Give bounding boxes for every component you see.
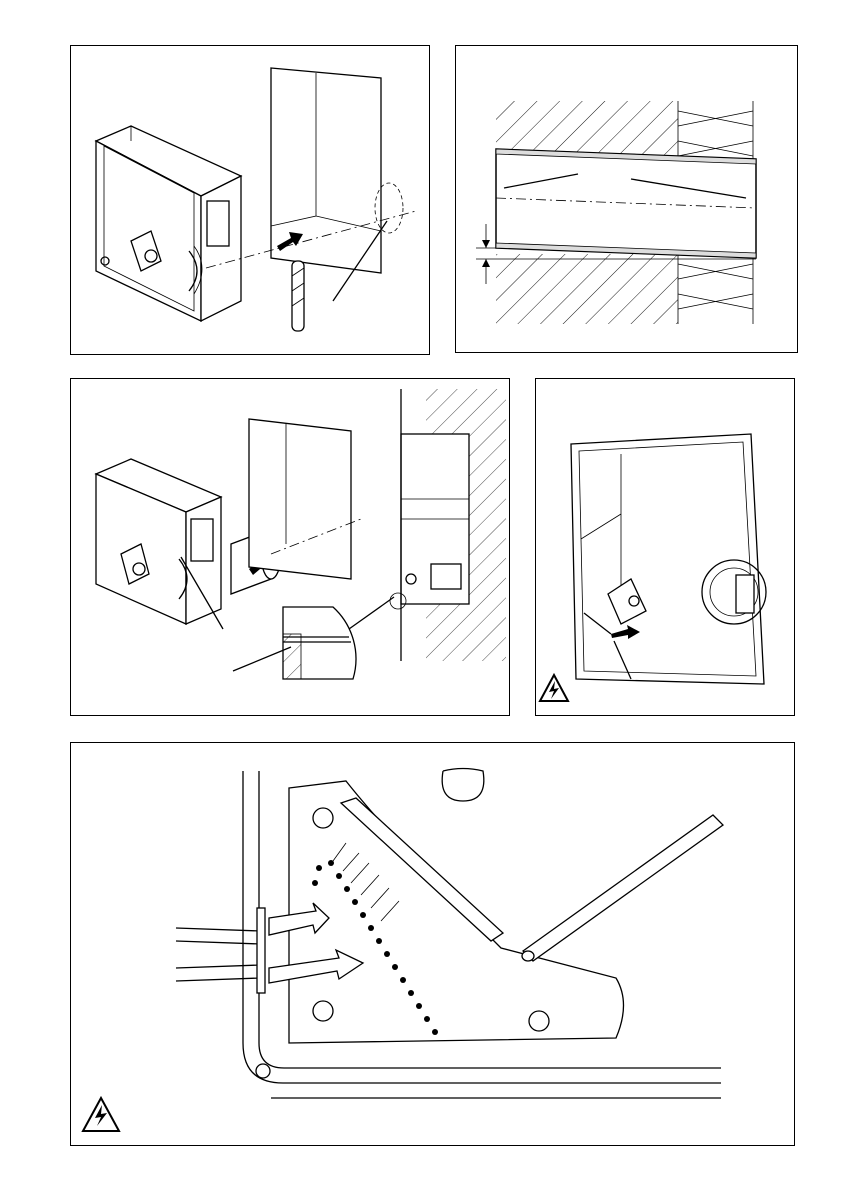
screwdriver — [522, 815, 723, 961]
drill-bit-icon — [292, 261, 304, 331]
wall-sheet — [249, 419, 361, 579]
terminal-board — [289, 781, 624, 1043]
fig-terminal-block — [70, 742, 795, 1146]
fig-wall-section — [455, 45, 798, 353]
duct-pipe — [496, 149, 756, 258]
fig-housing-inside — [535, 378, 795, 716]
fig-insert-duct — [70, 378, 510, 716]
fig-drill-wall — [70, 45, 430, 355]
fan-housing — [96, 126, 241, 321]
fan-housing — [96, 459, 221, 624]
wall-detail-section — [401, 389, 506, 661]
electric-hazard-icon — [83, 1098, 119, 1131]
housing-frame — [571, 434, 764, 684]
electric-hazard-icon — [540, 675, 568, 701]
cable-inlets — [176, 908, 265, 993]
